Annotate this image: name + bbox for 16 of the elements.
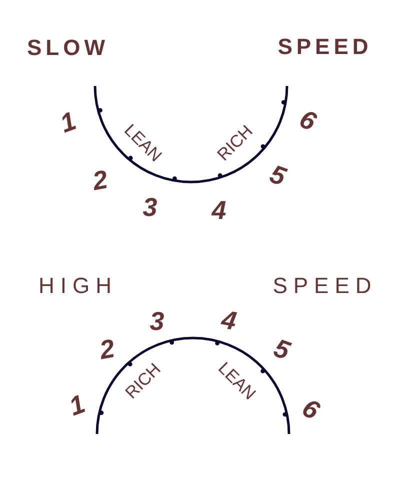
setting-number: 3 [142,194,158,220]
setting-number: 4 [220,306,238,334]
setting-number: 2 [98,334,116,364]
speed-heading: SLOW [27,37,109,59]
setting-number: 6 [298,394,324,424]
speed-heading: SPEED [272,275,378,297]
setting-number: 5 [266,160,290,190]
setting-number: 2 [90,166,110,194]
setting-number: 5 [270,334,294,364]
setting-number: 4 [212,197,226,223]
speed-heading: SPEED [278,36,372,58]
setting-number: 1 [56,107,80,137]
setting-number: 6 [296,105,320,135]
setting-number: 1 [66,390,88,420]
setting-number: 3 [150,308,164,334]
speed-heading: HIGH [38,275,118,297]
